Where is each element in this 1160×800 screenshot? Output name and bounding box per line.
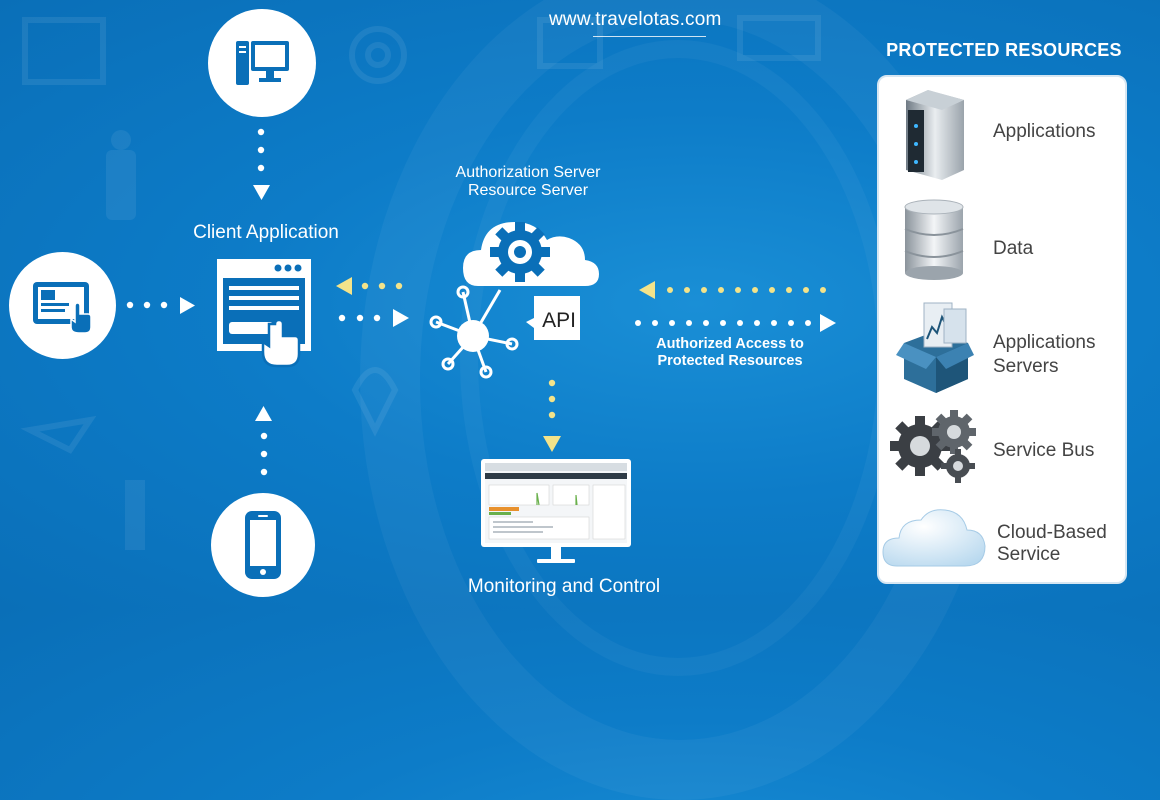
resource-service-bus-line1: Service Bus bbox=[993, 440, 1095, 461]
monitoring-label: Monitoring and Control bbox=[467, 576, 661, 597]
resource-cloud-line1: Cloud-Based bbox=[997, 522, 1107, 543]
authorization-server-line: Authorization Server bbox=[455, 164, 601, 181]
gears-icon bbox=[890, 410, 976, 483]
resource-cloud-based-service: Cloud-Based Service bbox=[997, 522, 1107, 566]
monitoring-screen-icon bbox=[481, 459, 631, 563]
resource-applications-servers-line2: Servers bbox=[993, 356, 1059, 377]
authorized-access-line1: Authorized Access to bbox=[656, 336, 804, 352]
desktop-computer-icon bbox=[236, 41, 289, 85]
api-label: API bbox=[542, 309, 576, 332]
resource-cloud-line2: Service bbox=[997, 544, 1061, 565]
authorized-access-line2: Protected Resources bbox=[657, 353, 803, 369]
database-icon bbox=[904, 199, 964, 280]
protected-resources-title: PROTECTED RESOURCES bbox=[886, 40, 1122, 60]
smartphone-icon bbox=[245, 511, 281, 579]
tablet-touch-icon bbox=[32, 281, 92, 334]
resource-applications-servers-line1: Applications bbox=[993, 332, 1096, 353]
resource-server-line: Resource Server bbox=[467, 182, 589, 199]
authorized-access-label: Authorized Access to Protected Resources bbox=[640, 336, 820, 370]
authorization-server-icon bbox=[429, 222, 599, 379]
resource-applications: Applications bbox=[993, 120, 1095, 144]
phone-circle bbox=[211, 493, 315, 597]
background-decorative-icons bbox=[0, 0, 1160, 608]
cloud-icon bbox=[882, 509, 986, 567]
site-url[interactable]: www.travelotas.com bbox=[549, 9, 722, 30]
resource-applications-servers: Applications Servers bbox=[993, 331, 1095, 379]
resource-data: Data bbox=[993, 237, 1033, 261]
desktop-circle bbox=[208, 9, 316, 117]
authorization-server-label: Authorization Server Resource Server bbox=[440, 164, 616, 200]
resource-data-line1: Data bbox=[993, 238, 1034, 259]
server-icon bbox=[906, 90, 964, 180]
connector-arrows bbox=[336, 277, 826, 452]
client-application-icon bbox=[217, 259, 311, 368]
resource-service-bus: Service Bus bbox=[993, 439, 1094, 463]
box-icon bbox=[896, 302, 974, 393]
resource-applications-line1: Applications bbox=[993, 121, 1096, 142]
client-application-label: Client Application bbox=[193, 222, 339, 243]
site-underline bbox=[593, 36, 706, 37]
tablet-circle bbox=[9, 252, 116, 359]
